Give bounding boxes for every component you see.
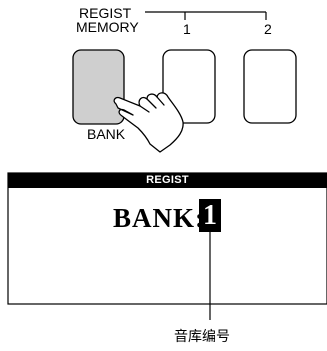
lcd-bank-number: 1 — [199, 199, 221, 232]
regist-2-button[interactable] — [243, 49, 297, 124]
lcd-display — [7, 172, 327, 305]
pointing-hand-icon — [113, 92, 184, 153]
lcd-header: REGIST — [8, 173, 327, 188]
button-2-label: 2 — [264, 21, 272, 37]
regist-memory-label-line2: MEMORY — [76, 19, 139, 35]
lcd-bank-text: BANK: — [113, 203, 205, 233]
regist-memory-label-line1: REGIST — [79, 5, 132, 21]
bank-number-caption: 音库编号 — [174, 329, 230, 345]
bank-button[interactable] — [72, 49, 125, 125]
bank-label: BANK — [87, 126, 126, 142]
regist-1-button[interactable] — [162, 49, 216, 124]
button-1-label: 1 — [183, 21, 191, 37]
